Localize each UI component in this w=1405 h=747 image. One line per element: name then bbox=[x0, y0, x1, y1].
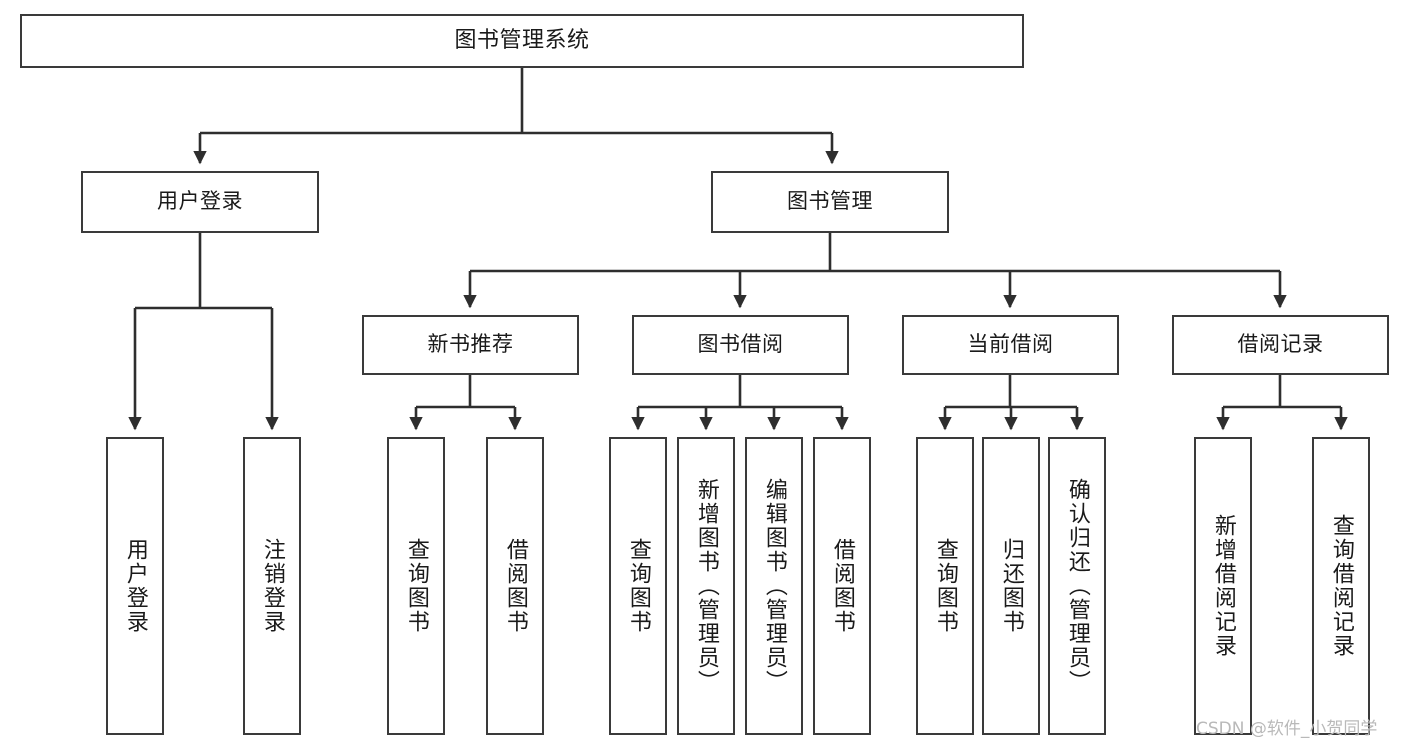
node-root-label: 图书管理系统 bbox=[454, 27, 590, 53]
leaf-edit-book[interactable]: 编辑图书（管理员） bbox=[745, 437, 803, 735]
node-new-book-recommend[interactable]: 新书推荐 bbox=[362, 315, 579, 375]
leaf-query-book-1[interactable]: 查询图书 bbox=[387, 437, 445, 735]
leaf-borrow-book-2[interactable]: 借阅图书 bbox=[813, 437, 871, 735]
node-book-manage-label: 图书管理 bbox=[787, 189, 873, 214]
leaf-query-book-2[interactable]: 查询图书 bbox=[609, 437, 667, 735]
node-new-book-recommend-label: 新书推荐 bbox=[427, 332, 514, 357]
node-book-manage[interactable]: 图书管理 bbox=[711, 171, 949, 233]
leaf-confirm-return-label: 确认归还（管理员） bbox=[1064, 478, 1090, 694]
leaf-borrow-book-2-label: 借阅图书 bbox=[829, 538, 855, 634]
node-root[interactable]: 图书管理系统 bbox=[20, 14, 1024, 68]
node-book-borrow-label: 图书借阅 bbox=[697, 332, 784, 357]
csdn-watermark: CSDN @软件_小贺同学 bbox=[1196, 719, 1378, 739]
leaf-query-book-2-label: 查询图书 bbox=[625, 538, 651, 634]
leaf-query-book-3[interactable]: 查询图书 bbox=[916, 437, 974, 735]
node-current-borrow-label: 当前借阅 bbox=[967, 332, 1054, 357]
leaf-add-book[interactable]: 新增图书（管理员） bbox=[677, 437, 735, 735]
leaf-return-book-label: 归还图书 bbox=[998, 538, 1024, 634]
node-user-login[interactable]: 用户登录 bbox=[81, 171, 319, 233]
leaf-user-logout[interactable]: 注销登录 bbox=[243, 437, 301, 735]
leaf-confirm-return[interactable]: 确认归还（管理员） bbox=[1048, 437, 1106, 735]
leaf-borrow-book-1[interactable]: 借阅图书 bbox=[486, 437, 544, 735]
leaf-return-book[interactable]: 归还图书 bbox=[982, 437, 1040, 735]
leaf-user-logout-label: 注销登录 bbox=[259, 538, 285, 634]
node-user-login-label: 用户登录 bbox=[157, 189, 243, 214]
leaf-edit-book-label: 编辑图书（管理员） bbox=[761, 478, 787, 694]
node-borrow-record[interactable]: 借阅记录 bbox=[1172, 315, 1389, 375]
leaf-query-record[interactable]: 查询借阅记录 bbox=[1312, 437, 1370, 735]
leaf-add-record[interactable]: 新增借阅记录 bbox=[1194, 437, 1252, 735]
leaf-add-record-label: 新增借阅记录 bbox=[1210, 514, 1236, 658]
node-current-borrow[interactable]: 当前借阅 bbox=[902, 315, 1119, 375]
leaf-user-login-label: 用户登录 bbox=[122, 538, 148, 634]
leaf-add-book-label: 新增图书（管理员） bbox=[693, 478, 719, 694]
leaf-user-login[interactable]: 用户登录 bbox=[106, 437, 164, 735]
leaf-query-book-3-label: 查询图书 bbox=[932, 538, 958, 634]
leaf-query-book-1-label: 查询图书 bbox=[403, 538, 429, 634]
leaf-query-record-label: 查询借阅记录 bbox=[1328, 514, 1354, 658]
node-borrow-record-label: 借阅记录 bbox=[1237, 332, 1324, 357]
node-book-borrow[interactable]: 图书借阅 bbox=[632, 315, 849, 375]
leaf-borrow-book-1-label: 借阅图书 bbox=[502, 538, 528, 634]
